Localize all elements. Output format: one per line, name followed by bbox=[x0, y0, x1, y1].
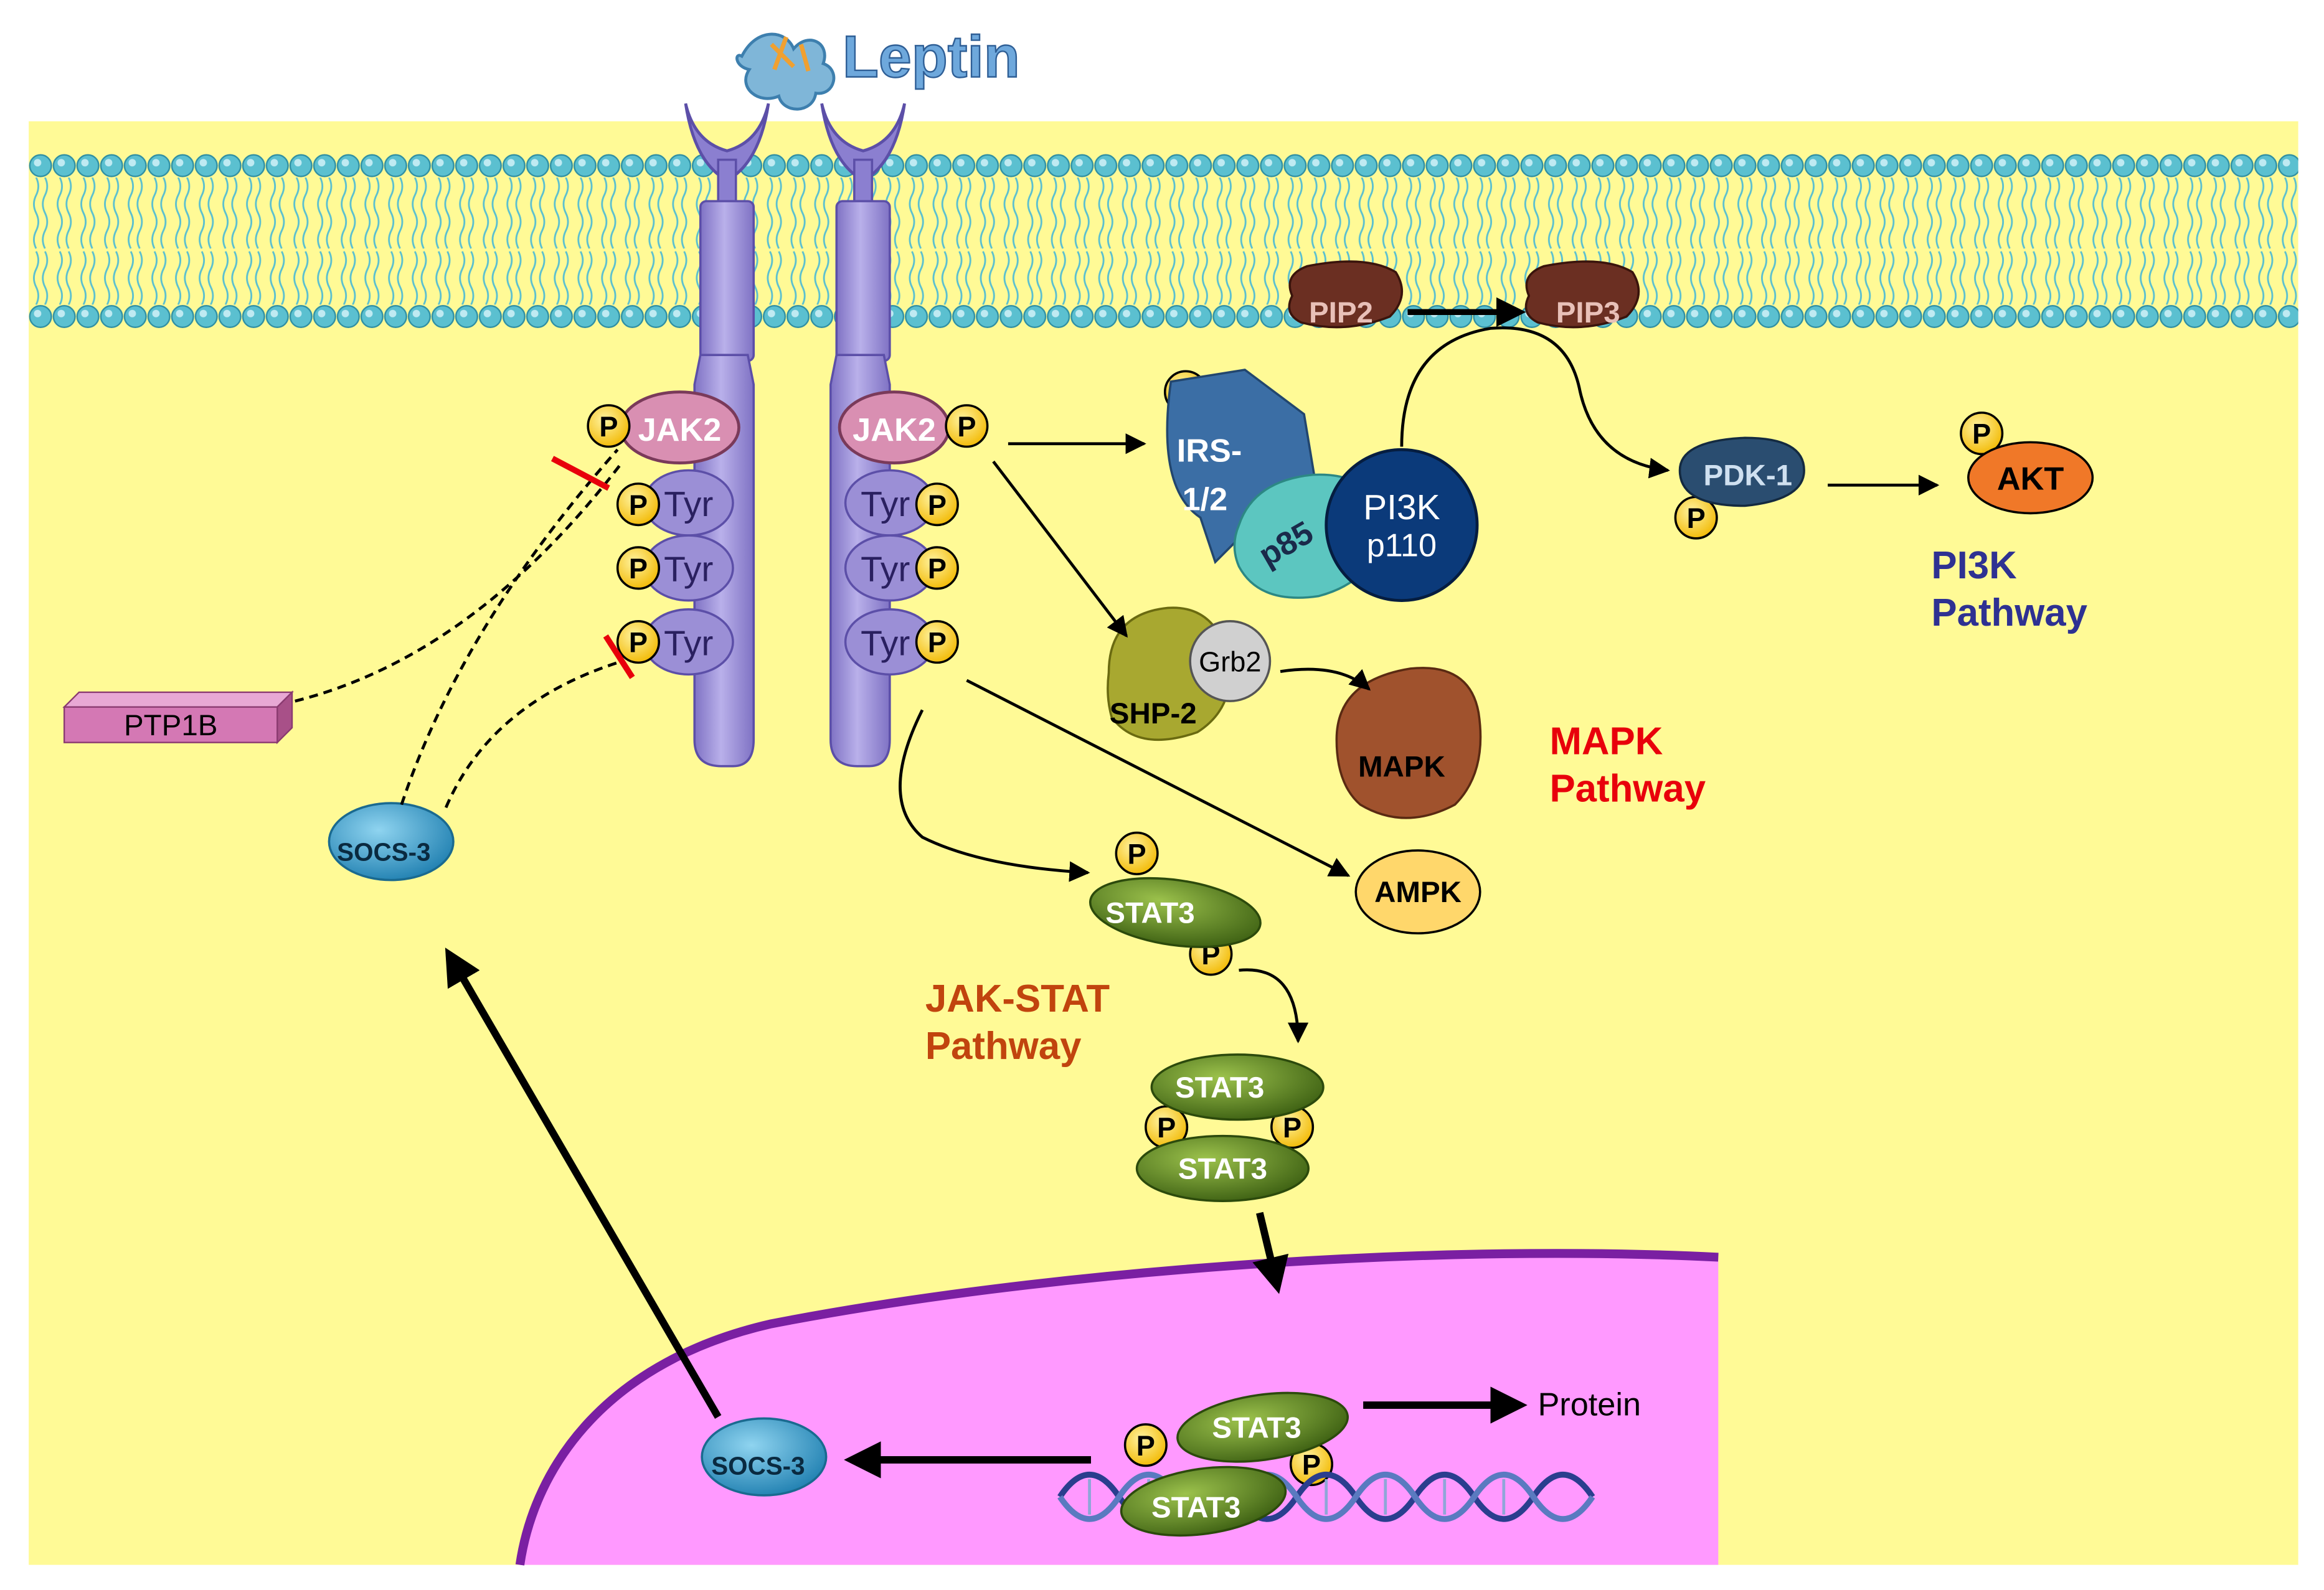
mapk bbox=[1335, 667, 1482, 819]
tyr-left bbox=[643, 469, 734, 676]
pi3k-pathway-label-line2: Pathway bbox=[1931, 591, 2087, 634]
leptin-protein-icon bbox=[735, 32, 836, 111]
pi3k-pathway-label-line1: PI3K bbox=[1931, 544, 2017, 587]
svg-text:P: P bbox=[1128, 838, 1146, 870]
socs3-nuclear-label: SOCS-3 bbox=[711, 1452, 805, 1480]
socs3-cytoplasmic bbox=[328, 802, 455, 882]
pip3-label: PIP3 bbox=[1556, 296, 1620, 329]
pi3k-label-line2: p110 bbox=[1367, 527, 1437, 563]
jakstat-pathway-label-line1: JAK-STAT bbox=[925, 977, 1110, 1020]
svg-text:P: P bbox=[957, 411, 976, 443]
svg-text:P: P bbox=[629, 553, 648, 585]
ligand-label: Leptin bbox=[843, 24, 1020, 90]
ptp1b-label: PTP1B bbox=[124, 709, 217, 742]
socs3-cytoplasmic-label: SOCS-3 bbox=[337, 838, 430, 867]
akt-label: AKT bbox=[1997, 461, 2064, 497]
plasma-membrane bbox=[29, 154, 2298, 329]
svg-text:P: P bbox=[1972, 418, 1991, 450]
pi3k-p110 bbox=[1325, 448, 1479, 602]
svg-text:P: P bbox=[928, 627, 947, 659]
svg-text:P: P bbox=[928, 553, 947, 585]
major-arrows bbox=[445, 948, 1289, 1479]
irs-label-line1: IRS- bbox=[1177, 433, 1242, 469]
svg-text:P: P bbox=[1136, 1430, 1155, 1462]
tyr-left-1: Tyr bbox=[664, 484, 713, 524]
tyr-right-2: Tyr bbox=[861, 550, 910, 590]
ampk-label: AMPK bbox=[1374, 876, 1462, 909]
shp2-label: SHP-2 bbox=[1110, 697, 1197, 730]
tyr-right-1: Tyr bbox=[861, 484, 910, 524]
stat3-dimer-top bbox=[1150, 1053, 1325, 1121]
tyr-right bbox=[844, 469, 935, 676]
inhibition-bars bbox=[550, 456, 635, 679]
jak2-right-label: JAK2 bbox=[853, 412, 936, 448]
irs-label-line2: 1/2 bbox=[1183, 482, 1228, 518]
ampk bbox=[1354, 849, 1481, 934]
ptp1b bbox=[62, 690, 294, 745]
svg-text:P: P bbox=[928, 489, 947, 521]
jak2-left-label: JAK2 bbox=[638, 412, 722, 448]
stat3-nuclear-bottom bbox=[1120, 1465, 1287, 1537]
mapk-pathway-label-line2: Pathway bbox=[1549, 768, 1706, 811]
svg-text:P: P bbox=[1283, 1112, 1301, 1144]
svg-text:P: P bbox=[1157, 1112, 1176, 1144]
pdk1 bbox=[1678, 436, 1805, 507]
inhibition-lines bbox=[295, 448, 622, 809]
mapk-pathway-label-line1: MAPK bbox=[1549, 720, 1663, 763]
grb2 bbox=[1189, 620, 1272, 702]
stat3-nuclear-top bbox=[1176, 1391, 1349, 1463]
signaling-arrows bbox=[899, 326, 1940, 1043]
protein-output-label: Protein bbox=[1538, 1387, 1641, 1423]
stat3-dimer-bottom-label: STAT3 bbox=[1178, 1153, 1267, 1186]
akt bbox=[1967, 441, 2094, 515]
jakstat-pathway-label-line2: Pathway bbox=[925, 1025, 1082, 1068]
stat3-dimer-top-label: STAT3 bbox=[1175, 1071, 1264, 1104]
grb2-label: Grb2 bbox=[1199, 646, 1261, 678]
svg-text:P: P bbox=[629, 489, 648, 521]
pip3 bbox=[1524, 260, 1640, 329]
tyr-right-3: Tyr bbox=[861, 623, 910, 663]
svg-text:P: P bbox=[629, 627, 648, 659]
svg-text:P: P bbox=[1687, 502, 1706, 534]
pip2-label: PIP2 bbox=[1309, 296, 1373, 329]
socs3-nuclear bbox=[701, 1417, 828, 1497]
stat3-nuclear-top-label: STAT3 bbox=[1212, 1411, 1301, 1444]
stat3-nuclear-bottom-label: STAT3 bbox=[1151, 1492, 1240, 1525]
stat3-monomer-label: STAT3 bbox=[1105, 897, 1194, 930]
mapk-label: MAPK bbox=[1358, 750, 1445, 783]
svg-text:P: P bbox=[599, 411, 618, 443]
tyr-left-3: Tyr bbox=[664, 623, 713, 663]
pdk1-label: PDK-1 bbox=[1704, 459, 1793, 492]
pi3k-label-line1: PI3K bbox=[1363, 487, 1440, 527]
stat3-dimer-bottom bbox=[1135, 1134, 1310, 1202]
tyr-left-2: Tyr bbox=[664, 550, 713, 590]
stat3-monomer bbox=[1089, 877, 1262, 948]
pip2 bbox=[1288, 260, 1404, 329]
